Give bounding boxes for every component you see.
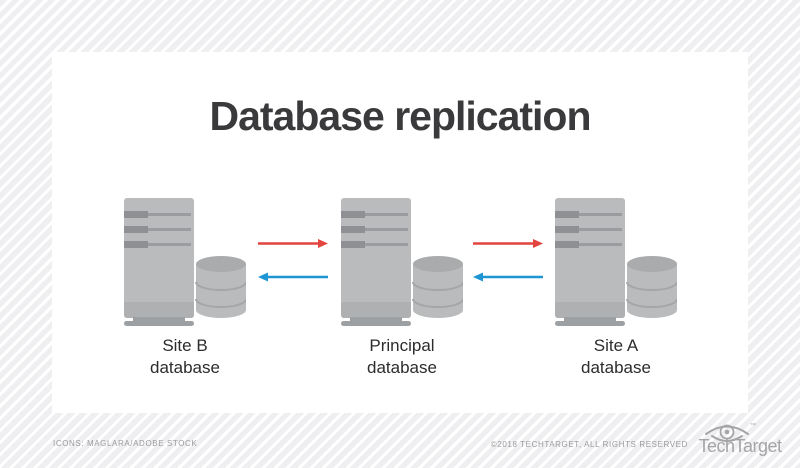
server-tower-icon [341, 198, 411, 326]
arrow-right-red-icon [258, 239, 328, 248]
database-cylinder-icon [195, 256, 246, 318]
techtarget-logo: ™ TechTarget [698, 422, 782, 456]
database-cylinder-icon [626, 256, 677, 318]
icons-credit: ICONS: MAGLARA/ADOBE STOCK [53, 439, 198, 448]
server-database-icon [555, 198, 677, 326]
eye-target-icon [705, 424, 749, 442]
database-cylinder-icon [412, 256, 463, 318]
arrow-right-red-icon [473, 239, 543, 248]
diagram-card: Database replication [52, 52, 748, 413]
site-a-group: Site A database [555, 198, 677, 383]
arrow-left-blue-icon [473, 272, 543, 282]
site-label: Site A database [581, 336, 651, 377]
server-database-icon [124, 198, 246, 326]
principal-group: Principal database [341, 198, 463, 383]
diagram-title: Database replication [209, 93, 591, 139]
trademark-symbol: ™ [750, 422, 756, 429]
site-label: Site B database [150, 336, 220, 377]
site-b-group: Site B database [124, 198, 246, 383]
server-database-icon [341, 198, 463, 326]
site-label: Principal database [367, 336, 437, 377]
server-tower-icon [555, 198, 625, 326]
arrow-left-blue-icon [258, 272, 328, 282]
copyright-text: ©2018 TECHTARGET, ALL RIGHTS RESERVED [490, 440, 688, 449]
techtarget-wordmark: TechTarget [698, 436, 782, 456]
server-tower-icon [124, 198, 194, 326]
replication-arrows-right [473, 239, 543, 282]
replication-arrows-left [258, 239, 328, 282]
